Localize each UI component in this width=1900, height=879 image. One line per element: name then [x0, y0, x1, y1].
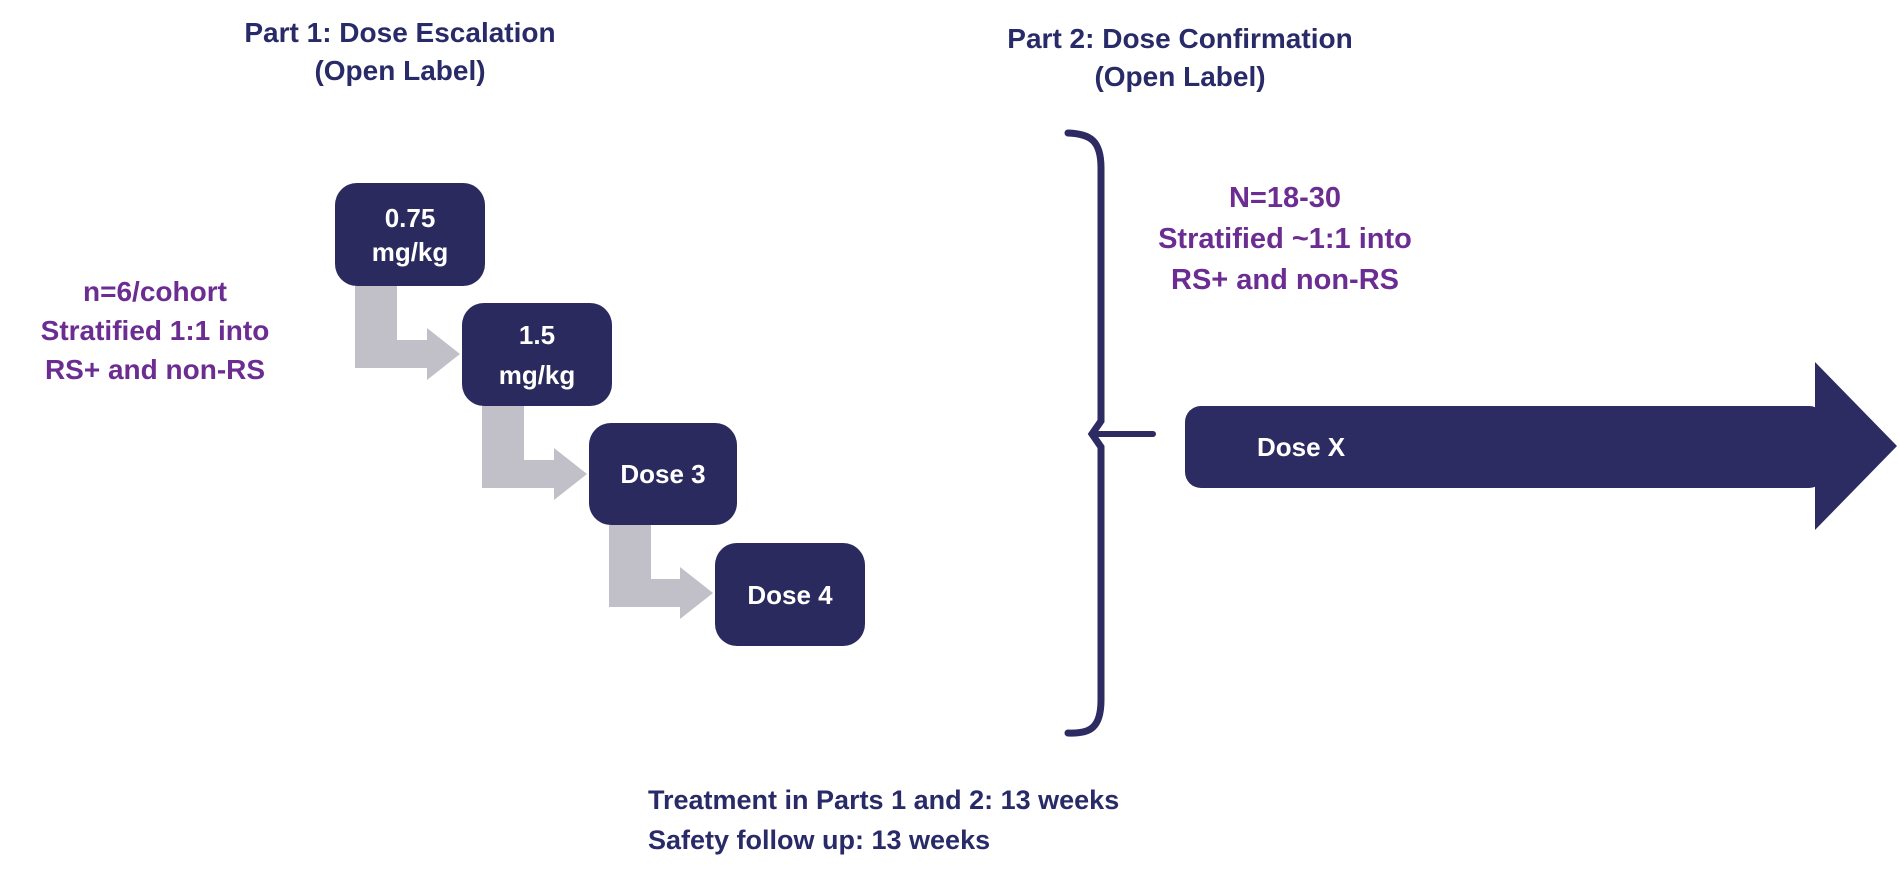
dose-box-4: Dose 4 — [715, 543, 865, 646]
elbow-arrow-icon — [609, 525, 713, 619]
treatment-duration-note: Treatment in Parts 1 and 2: 13 weeks Saf… — [648, 785, 1120, 855]
elbow-arrow-icon — [355, 286, 460, 380]
dose-box-2: 1.5 mg/kg — [462, 303, 612, 406]
part1-title: Part 1: Dose Escalation (Open Label) — [244, 17, 556, 86]
dose-box-1: 0.75 mg/kg — [335, 183, 485, 286]
part2-cohort-note: N=18-30 Stratified ~1:1 into RS+ and non… — [1158, 182, 1412, 296]
dose-box-3: Dose 3 — [589, 423, 737, 525]
part2-title: Part 2: Dose Confirmation (Open Label) — [1007, 23, 1353, 92]
curly-brace-icon — [1064, 129, 1105, 737]
dose-x-arrow: Dose X — [1185, 406, 1825, 488]
part1-cohort-note: n=6/cohort Stratified 1:1 into RS+ and n… — [40, 276, 270, 385]
forward-arrow-head-icon — [1815, 362, 1897, 530]
elbow-arrow-icon — [482, 406, 587, 500]
dose-x-label: Dose X — [1257, 431, 1346, 462]
